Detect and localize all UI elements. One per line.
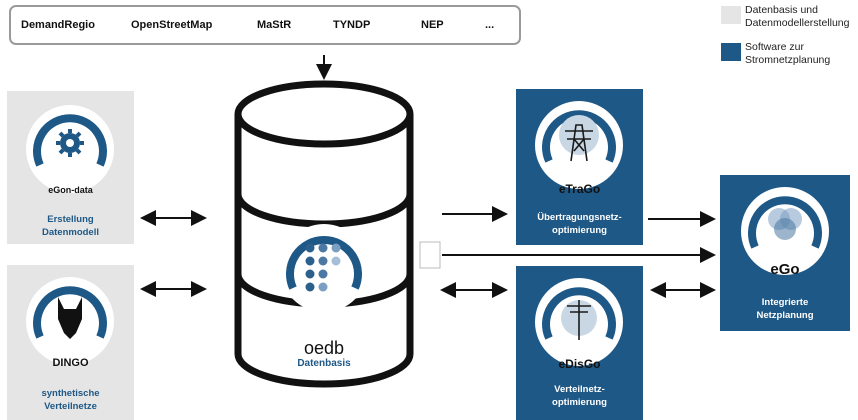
source-openstreetmap: OpenStreetMap: [131, 19, 213, 31]
database-subtitle: Datenbasis: [297, 358, 351, 369]
edisgo-label-1: Verteilnetz-: [554, 384, 605, 395]
egon-data-label-2: Datenmodell: [41, 227, 99, 238]
power-tower-icon: [565, 124, 593, 162]
database-title: oedb: [303, 338, 345, 358]
etrago-logo: [535, 101, 623, 189]
dingo-logo: [26, 277, 114, 365]
edisgo-logo: [535, 278, 623, 366]
data-sources-bar: DemandRegio OpenStreetMap MaStR TYNDP NE…: [9, 5, 521, 45]
legend-swatch-data: [721, 6, 741, 24]
gear-icon: [56, 129, 84, 157]
source-nep: NEP: [421, 19, 444, 31]
panel-ego: eGo Integrierte Netzplanung: [720, 175, 850, 331]
ego-logo: [741, 187, 829, 275]
oedb-logo-icon: [280, 224, 368, 312]
ego-label-1: Integrierte: [761, 297, 809, 308]
utility-pole-icon: [567, 300, 591, 340]
egon-data-label-1: Erstellung: [47, 214, 94, 225]
etrago-label-2: optimierung: [552, 225, 607, 236]
edisgo-badge: eDisGo: [558, 357, 601, 371]
panel-etrago: eTraGo Übertragungsnetz- optimierung: [516, 89, 643, 245]
ego-label-2: Netzplanung: [756, 310, 814, 321]
source-more: ...: [485, 19, 495, 31]
legend-swatch-software: [721, 43, 741, 61]
dingo-label-1: synthetische: [41, 388, 100, 399]
oedb-database-cylinder: [234, 80, 414, 388]
dingo-label-2: Verteilnetze: [44, 401, 97, 412]
ego-badge: eGo: [770, 261, 800, 278]
panel-edisgo: eDisGo Verteilnetz- optimierung: [516, 266, 643, 420]
egon-data-badge: eGon-data: [48, 185, 93, 195]
egon-data-logo: [26, 105, 114, 193]
dog-icon: [58, 297, 82, 339]
source-demandregio: DemandRegio: [21, 19, 95, 31]
dingo-badge: DINGO: [52, 357, 89, 369]
etrago-label-1: Übertragungsnetz-: [537, 212, 622, 223]
source-mastr: MaStR: [257, 19, 292, 31]
panel-dingo: DINGO synthetische Verteilnetze: [7, 265, 134, 420]
panel-egon-data: eGon-data Erstellung Datenmodell: [7, 91, 134, 244]
connector-node: [419, 241, 441, 269]
legend-label-software: Software zur Stromnetzplanung: [745, 41, 831, 66]
edisgo-label-2: optimierung: [552, 397, 607, 408]
etrago-badge: eTraGo: [558, 182, 601, 196]
venn-circles-icon: [768, 208, 802, 240]
legend-label-data: Datenbasis und Datenmodellerstellung: [745, 4, 850, 29]
source-tyndp: TYNDP: [333, 19, 371, 31]
